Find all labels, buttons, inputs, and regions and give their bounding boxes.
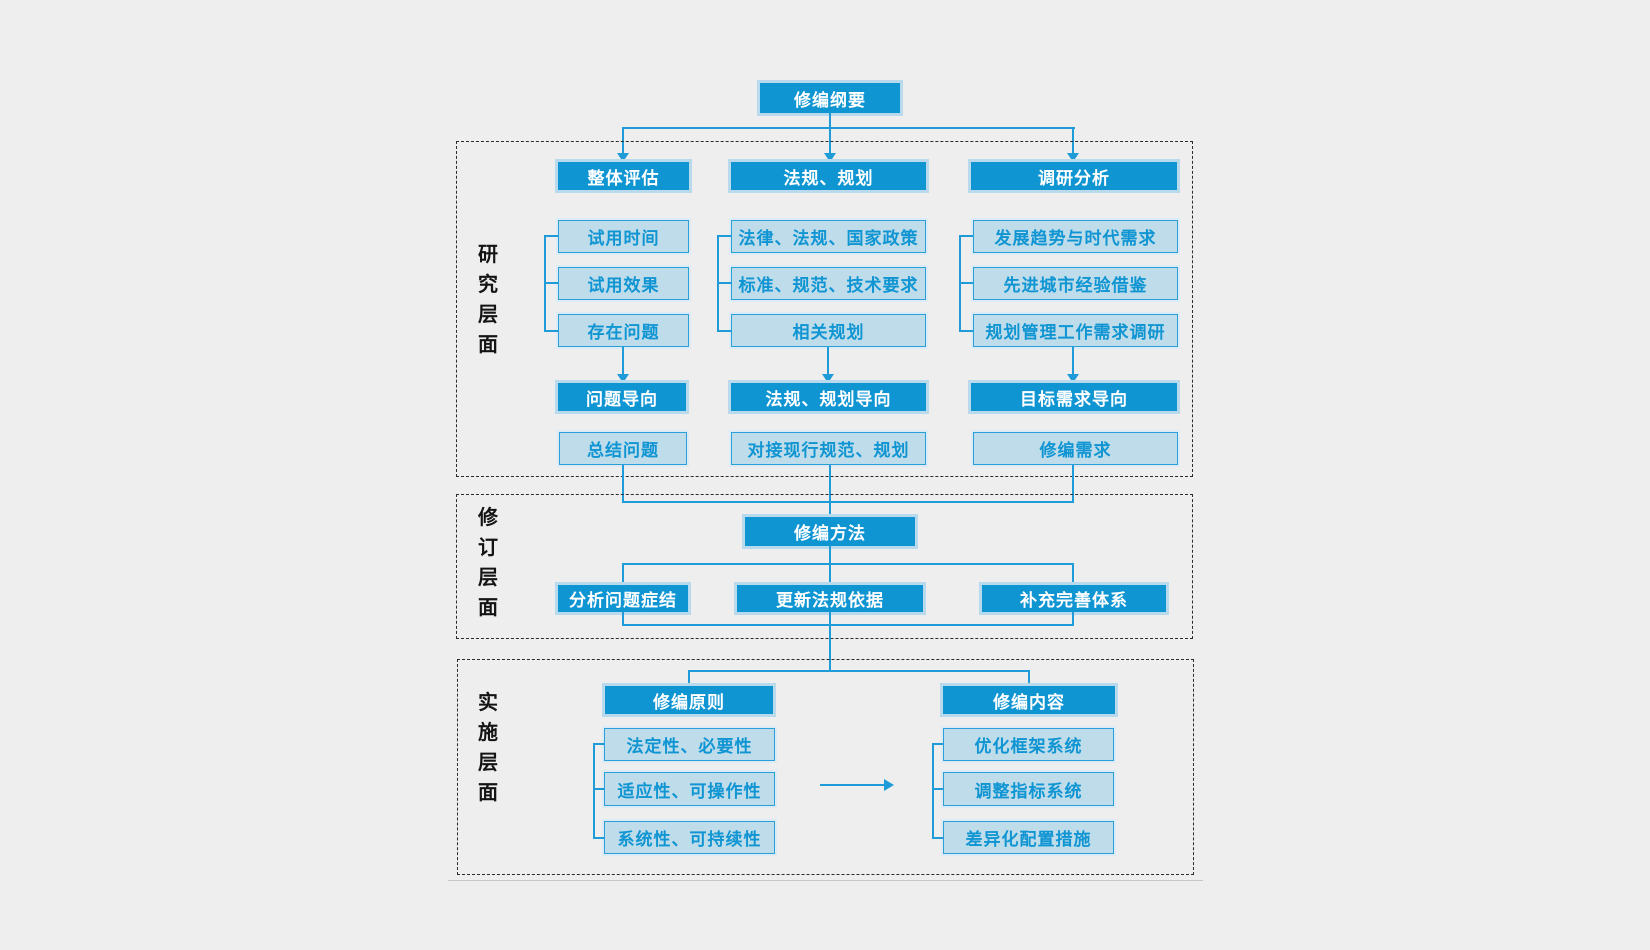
connector — [959, 282, 973, 284]
connector — [544, 282, 558, 284]
node-improve-system: 补充完善体系 — [982, 585, 1166, 612]
connector — [622, 624, 1074, 626]
slide-bottom-edge — [448, 880, 1203, 881]
connector — [622, 501, 1074, 503]
arrow-down-icon — [822, 374, 834, 383]
node-regulations-planning: 法规、规划 — [731, 162, 926, 190]
node-trial-time: 试用时间 — [558, 220, 689, 253]
connector — [959, 236, 961, 332]
connector — [544, 235, 558, 237]
connector — [1072, 465, 1074, 503]
node-laws-policies: 法律、法规、国家政策 — [731, 220, 926, 253]
connector — [717, 282, 731, 284]
connector — [820, 784, 884, 786]
connector — [829, 612, 831, 672]
connector — [688, 670, 690, 686]
node-revision-principles: 修编原则 — [605, 686, 773, 714]
node-revision-method: 修编方法 — [745, 517, 915, 546]
node-trial-effect: 试用效果 — [558, 267, 689, 300]
connector — [544, 330, 558, 332]
connector — [829, 563, 831, 585]
connector — [829, 465, 831, 517]
node-city-experience: 先进城市经验借鉴 — [973, 267, 1178, 300]
node-analyze-problems: 分析问题症结 — [558, 585, 688, 612]
node-update-legal-basis: 更新法规依据 — [737, 585, 923, 612]
connector — [622, 612, 624, 626]
node-legality-necessity: 法定性、必要性 — [604, 728, 775, 761]
connector — [688, 670, 1030, 672]
node-adjust-indicators: 调整指标系统 — [943, 772, 1114, 806]
node-overall-assessment: 整体评估 — [558, 162, 689, 190]
connector — [829, 127, 831, 154]
connector — [622, 127, 624, 154]
node-revision-demand: 修编需求 — [973, 432, 1178, 465]
connector — [622, 347, 624, 375]
node-systematic-sustainable: 系统性、可持续性 — [604, 821, 775, 854]
arrow-down-icon — [617, 153, 629, 162]
connector — [829, 546, 831, 565]
connector — [959, 235, 973, 237]
connector — [959, 330, 973, 332]
connector — [622, 465, 624, 503]
section-label-revision: 修订层面 — [478, 507, 498, 619]
connector — [932, 744, 934, 839]
connector — [932, 743, 943, 745]
connector — [544, 236, 546, 332]
connector — [932, 788, 943, 790]
connector — [932, 837, 943, 839]
arrow-down-icon — [1067, 153, 1079, 162]
node-existing-problems: 存在问题 — [558, 314, 689, 347]
node-align-standards: 对接现行规范、规划 — [731, 432, 926, 465]
section-label-research: 研究层面 — [478, 244, 498, 356]
connector — [593, 743, 604, 745]
node-research-analysis: 调研分析 — [971, 162, 1177, 190]
node-regulation-oriented: 法规、规划导向 — [731, 383, 926, 411]
node-revision-outline: 修编纲要 — [760, 83, 900, 113]
connector — [1072, 563, 1074, 585]
arrow-down-icon — [824, 153, 836, 162]
connector — [717, 235, 731, 237]
node-related-planning: 相关规划 — [731, 314, 926, 347]
connector — [717, 330, 731, 332]
node-standards-requirements: 标准、规范、技术要求 — [731, 267, 926, 300]
connector — [1028, 670, 1030, 686]
section-label-implementation: 实施层面 — [478, 692, 498, 804]
node-optimize-framework: 优化框架系统 — [943, 728, 1114, 761]
node-revision-contents: 修编内容 — [943, 686, 1115, 714]
connector — [829, 113, 831, 127]
arrow-down-icon — [617, 374, 629, 383]
connector — [622, 563, 1074, 565]
connector — [1072, 612, 1074, 626]
node-development-trends: 发展趋势与时代需求 — [973, 220, 1178, 253]
connector — [593, 744, 595, 839]
node-adaptability-operability: 适应性、可操作性 — [604, 772, 775, 806]
section-frame-implementation — [457, 659, 1194, 875]
arrow-down-icon — [1067, 374, 1079, 383]
connector — [593, 837, 604, 839]
connector — [593, 788, 604, 790]
connector — [622, 563, 624, 585]
node-management-survey: 规划管理工作需求调研 — [973, 314, 1178, 347]
node-problem-oriented: 问题导向 — [558, 383, 686, 411]
node-differentiated-measures: 差异化配置措施 — [943, 821, 1114, 854]
connector — [1072, 347, 1074, 375]
node-summarize-problems: 总结问题 — [559, 432, 687, 465]
section-frame-revision — [456, 494, 1193, 639]
arrow-right-icon — [884, 779, 894, 791]
node-goal-demand-oriented: 目标需求导向 — [971, 383, 1177, 411]
connector — [827, 347, 829, 375]
connector — [717, 236, 719, 332]
section-frame-research — [456, 141, 1193, 477]
connector — [622, 127, 1075, 129]
connector — [1072, 127, 1074, 154]
